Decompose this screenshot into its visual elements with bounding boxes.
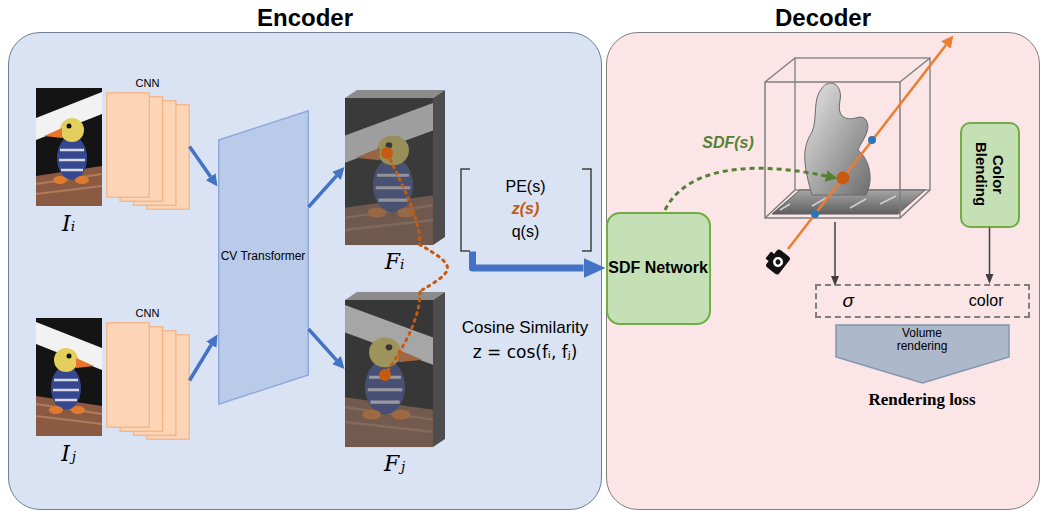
- feature-map-image: [345, 98, 433, 245]
- box-label: Color Blending: [972, 130, 1007, 220]
- feature-map-image: [345, 98, 433, 245]
- connector-arrow: [190, 147, 211, 177]
- box-label: SDF Network: [608, 258, 708, 277]
- sdf-network-box-content: SDF Network: [608, 214, 709, 323]
- input-image: Iⱼ: [36, 318, 102, 436]
- density-symbol: σ: [843, 290, 854, 312]
- camera-icon: [771, 255, 785, 269]
- feature-text: z(s): [512, 198, 540, 220]
- feature-map-image: [345, 90, 445, 98]
- formula: z = cos(fᵢ, fⱼ): [473, 343, 578, 363]
- connector-arrow: [420, 245, 448, 292]
- loss-label: Rendering loss: [868, 390, 975, 410]
- sample-point: [868, 136, 876, 144]
- block-label: CV Transformer: [221, 250, 306, 264]
- density-leader: [834, 222, 836, 276]
- image-label: Fⱼ: [384, 452, 405, 476]
- transformer-plane: [218, 110, 308, 404]
- cnn-layer: [106, 92, 149, 197]
- camera-icon: [774, 258, 781, 265]
- color-text: color: [969, 292, 1004, 310]
- connector-arrow: [309, 176, 337, 207]
- bounding-cube: [780, 196, 896, 210]
- feature-map-image: [345, 300, 433, 447]
- cnn-block: CNN: [106, 322, 190, 440]
- input-photo: [36, 318, 102, 436]
- panel-title: Encoder: [257, 6, 353, 30]
- camera-icon: [765, 248, 791, 275]
- image-label: Iⱼ: [61, 442, 76, 466]
- camera-ray: [788, 45, 946, 249]
- bounding-cube: [805, 83, 870, 195]
- block-arrow: [836, 325, 1009, 383]
- output-box: σ color: [815, 284, 1030, 318]
- feature-text: PE(s): [506, 176, 546, 198]
- feature-map-image: [345, 90, 445, 245]
- cnn-block-outline: [106, 322, 190, 440]
- block-label: CNN: [136, 307, 160, 319]
- sdf-query-curve: [665, 168, 826, 210]
- caption-text: Cosine Similarity: [462, 318, 589, 338]
- cnn-block: CNN: [106, 92, 190, 210]
- transformer-block: CV Transformer: [218, 110, 309, 405]
- bounding-cube: [795, 58, 930, 190]
- feature-map-image: [433, 292, 445, 447]
- transformer-block-content: CV Transformer: [218, 110, 309, 405]
- feature-map: Fⱼ: [345, 292, 445, 447]
- feature-map-image: [379, 369, 391, 381]
- input-image: Iᵢ: [36, 88, 102, 206]
- feature-map-image: [345, 292, 445, 447]
- bounding-cube: [765, 58, 930, 218]
- input-photo: [36, 88, 102, 206]
- feature-map-image: [381, 147, 393, 159]
- connector-arrow: [473, 252, 584, 269]
- bracket: [461, 169, 591, 251]
- decoder-panel: DecoderSDF NetworkColor BlendingσcolorVo…: [606, 32, 1040, 510]
- image-label: Fᵢ: [385, 250, 405, 274]
- feature-map-image: [345, 292, 445, 300]
- volume-rendering-arrow: Volume rendering: [835, 324, 1010, 384]
- feature-map-image: [345, 300, 433, 447]
- color-blending-box: Color Blending: [960, 122, 1020, 228]
- feature-bracket: PE(s)z(s)q(s): [460, 168, 592, 252]
- panel-title: Decoder: [775, 6, 871, 30]
- function-label: SDF(s): [702, 134, 754, 152]
- feature-map-image: [387, 153, 420, 245]
- connectors: [190, 147, 990, 381]
- sdf-network-box: SDF Network: [606, 212, 711, 325]
- connector-arrow: [190, 345, 212, 381]
- output-box-content: σ color: [817, 286, 1028, 316]
- encoder-panel: EncoderIᵢCNNIⱼCNNCV TransformerFᵢFⱼPE(s)…: [8, 32, 602, 510]
- cnn-layer: [106, 322, 149, 427]
- feature-bracket-content: PE(s)z(s)q(s): [460, 168, 592, 252]
- feature-map: Fᵢ: [345, 90, 445, 245]
- feature-map-image: [385, 292, 420, 375]
- feature-map-image: [433, 90, 445, 245]
- camera-icon: [762, 246, 791, 276]
- block-label: CNN: [136, 77, 160, 89]
- bounding-cube: [765, 58, 930, 218]
- connector-arrow: [989, 228, 991, 275]
- bounding-cube: [772, 190, 925, 214]
- volume-rendering-arrow-content: Volume rendering: [835, 324, 1010, 384]
- feature-text: q(s): [512, 221, 540, 243]
- connector-arrow: [309, 329, 337, 360]
- query-point: [837, 172, 850, 185]
- color-blending-box-content: Color Blending: [962, 124, 1018, 226]
- cnn-block-outline: [106, 92, 190, 210]
- arrow-label: Volume rendering: [887, 327, 957, 355]
- camera-icon: [765, 251, 774, 261]
- bounding-cube: [765, 82, 900, 218]
- sample-point: [811, 210, 819, 218]
- image-label: Iᵢ: [62, 212, 75, 236]
